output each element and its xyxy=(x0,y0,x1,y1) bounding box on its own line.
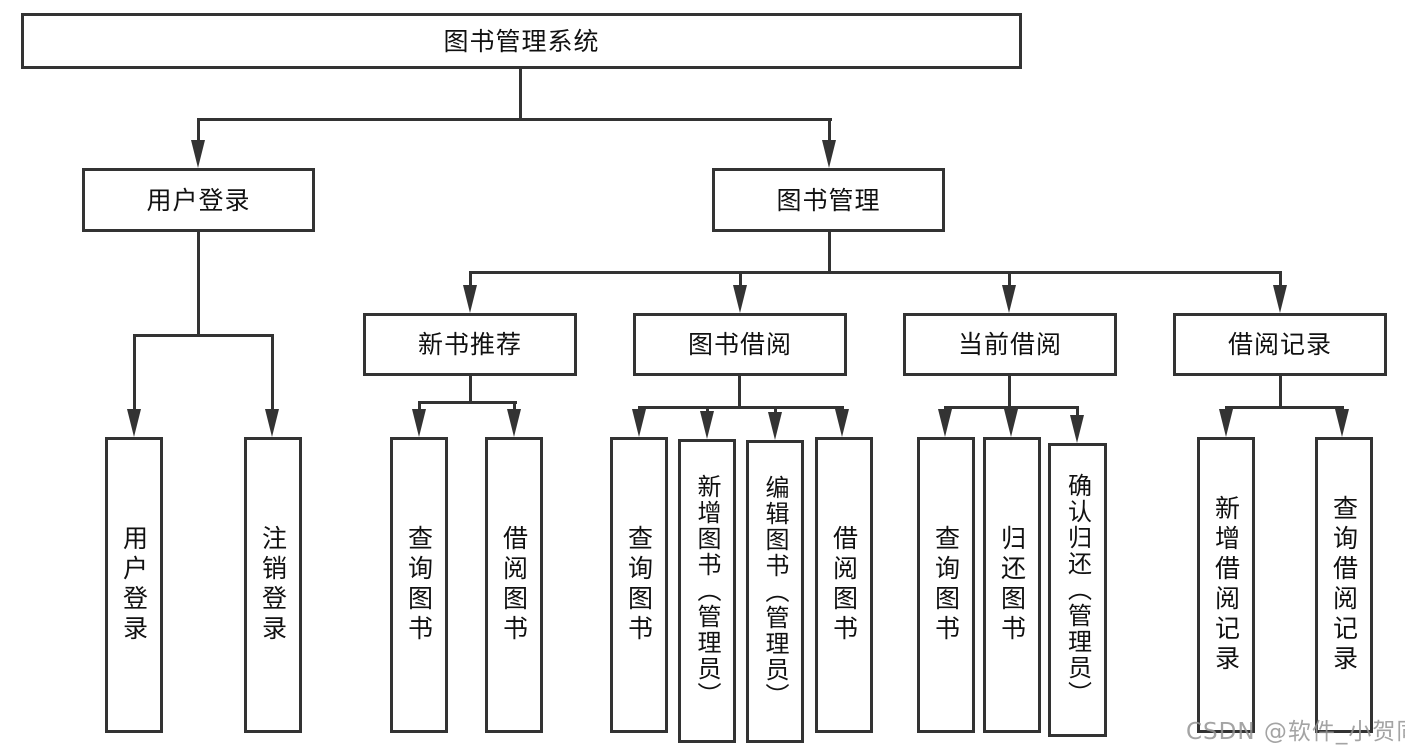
leaf-query-books-borrow: 查询图书 xyxy=(610,437,668,733)
connector-arrow xyxy=(1335,409,1349,437)
leaf-confirm-return-admin: 确认归还（管理员） xyxy=(1048,443,1107,737)
connector-arrow xyxy=(463,285,477,313)
connector-line xyxy=(469,271,472,287)
connector-line xyxy=(469,376,472,403)
node-borrowing-records: 借阅记录 xyxy=(1173,313,1387,376)
connector-arrow xyxy=(507,409,521,437)
connector-line xyxy=(739,271,742,287)
connector-arrow xyxy=(835,409,849,437)
connector-line xyxy=(1279,376,1282,409)
connector-line xyxy=(1076,406,1079,416)
leaf-user-login: 用户登录 xyxy=(105,437,163,733)
leaf-edit-books-admin: 编辑图书（管理员） xyxy=(746,440,804,743)
connector-line xyxy=(197,118,832,121)
connector-line xyxy=(706,406,709,414)
connector-arrow xyxy=(1273,285,1287,313)
connector-arrow xyxy=(632,409,646,437)
connector-arrow xyxy=(412,409,426,437)
connector-line xyxy=(133,334,136,412)
connector-arrow xyxy=(191,140,205,168)
leaf-borrow-books-recommend: 借阅图书 xyxy=(485,437,543,733)
leaf-query-books-recommend: 查询图书 xyxy=(390,437,448,733)
leaf-logout: 注销登录 xyxy=(244,437,302,733)
node-user-login: 用户登录 xyxy=(82,168,315,232)
node-book-borrowing: 图书借阅 xyxy=(633,313,847,376)
connector-arrow xyxy=(1004,409,1018,437)
connector-line xyxy=(638,406,844,409)
connector-line xyxy=(513,401,516,412)
connector-line xyxy=(1008,271,1011,287)
leaf-query-books-current: 查询图书 xyxy=(917,437,975,733)
connector-line xyxy=(133,334,274,337)
connector-arrow xyxy=(1219,409,1233,437)
connector-arrow xyxy=(1070,415,1084,443)
node-library-system: 图书管理系统 xyxy=(21,13,1022,69)
connector-line xyxy=(469,271,1282,274)
connector-line xyxy=(774,406,777,414)
node-book-management: 图书管理 xyxy=(712,168,945,232)
leaf-return-books: 归还图书 xyxy=(983,437,1041,733)
leaf-add-borrow-record: 新增借阅记录 xyxy=(1197,437,1255,733)
connector-line xyxy=(1008,376,1011,409)
connector-line xyxy=(197,118,200,142)
connector-arrow xyxy=(733,285,747,313)
connector-line xyxy=(418,401,421,412)
connector-line xyxy=(1279,271,1282,287)
connector-arrow xyxy=(822,140,836,168)
connector-line xyxy=(271,334,274,412)
connector-line xyxy=(828,118,831,142)
connector-line xyxy=(519,69,522,120)
leaf-query-borrow-record: 查询借阅记录 xyxy=(1315,437,1373,733)
csdn-watermark: CSDN @软件_小贺同学 xyxy=(1186,719,1405,745)
connector-arrow xyxy=(1002,285,1016,313)
connector-arrow xyxy=(127,409,141,437)
connector-arrow xyxy=(938,409,952,437)
node-current-borrowing: 当前借阅 xyxy=(903,313,1117,376)
connector-line xyxy=(738,376,741,409)
leaf-add-books-admin: 新增图书（管理员） xyxy=(678,439,736,743)
connector-line xyxy=(197,232,200,337)
connector-line xyxy=(418,401,517,404)
leaf-borrow-books: 借阅图书 xyxy=(815,437,873,733)
connector-arrow xyxy=(265,409,279,437)
node-new-book-recommendation: 新书推荐 xyxy=(363,313,577,376)
connector-arrow xyxy=(768,412,782,440)
connector-arrow xyxy=(700,411,714,439)
connector-line xyxy=(828,232,831,274)
connector-line xyxy=(1225,406,1344,409)
